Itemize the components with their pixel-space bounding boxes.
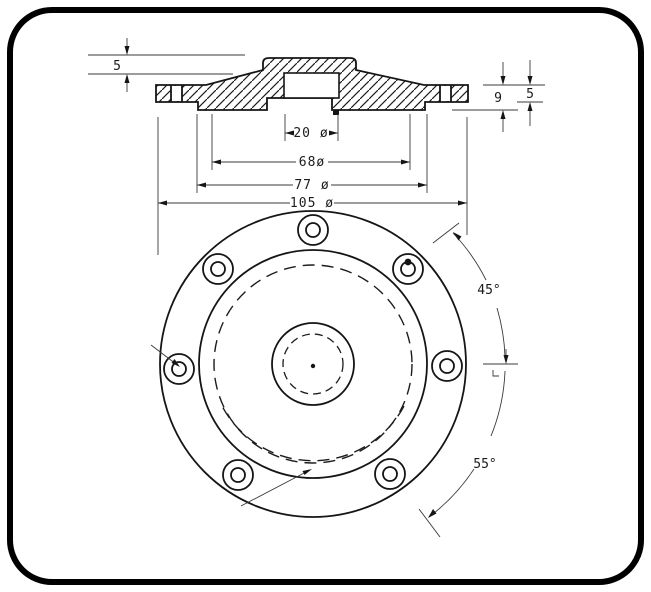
rim-bolt-hole-right — [439, 85, 452, 102]
dashed-circle-68 — [213, 264, 413, 464]
bolt-hole — [202, 253, 234, 285]
dim-20-label: 20 ø — [293, 126, 328, 141]
bore-cavity — [283, 72, 340, 99]
dim-77-label: 77 ø — [294, 178, 329, 193]
bolt-hole — [222, 459, 254, 491]
dim-9-label: 9 — [494, 91, 502, 106]
bore-dashed-circle — [282, 333, 344, 395]
dim-105: 105 ø — [157, 117, 468, 255]
dim-68: 68ø — [211, 114, 411, 170]
dim-5-left-label: 5 — [113, 59, 121, 74]
center-tick — [333, 110, 339, 115]
dim-5-right-label: 5 — [526, 87, 534, 102]
border-frame — [7, 7, 644, 585]
step-circle-77 — [198, 249, 428, 479]
cross-section-view — [155, 57, 518, 115]
dim-68-label: 68ø — [299, 155, 325, 170]
dim-45-label: 45° — [477, 283, 500, 298]
center-mark — [310, 363, 316, 369]
ink-blob — [404, 258, 412, 266]
bolt-hole — [431, 350, 463, 382]
front-view: 45° 55° — [150, 210, 518, 538]
dim-105-label: 105 ø — [290, 196, 334, 211]
bolt-hole — [392, 253, 424, 285]
hub-circle — [271, 322, 355, 406]
dim-55-label: 55° — [473, 457, 496, 472]
bolt-hole — [163, 353, 195, 385]
bolt-hole — [374, 458, 406, 490]
dim-5-right: 5 — [517, 60, 543, 126]
dashed-bottom-arc — [221, 405, 405, 462]
leader-bolt-hole — [150, 344, 180, 367]
dim-77: 77 ø — [196, 114, 428, 193]
rim-bolt-hole-left — [170, 85, 183, 102]
dim-55deg: 55° — [418, 370, 506, 538]
leader-dashed-circle — [240, 469, 312, 507]
outer-circle — [159, 210, 467, 518]
dim-45deg: 45° — [432, 222, 518, 377]
bolt-hole — [297, 214, 329, 246]
dim-9-right: 9 — [483, 62, 545, 132]
dim-5-left: 5 — [88, 38, 245, 92]
dim-20: 20 ø — [284, 114, 339, 141]
